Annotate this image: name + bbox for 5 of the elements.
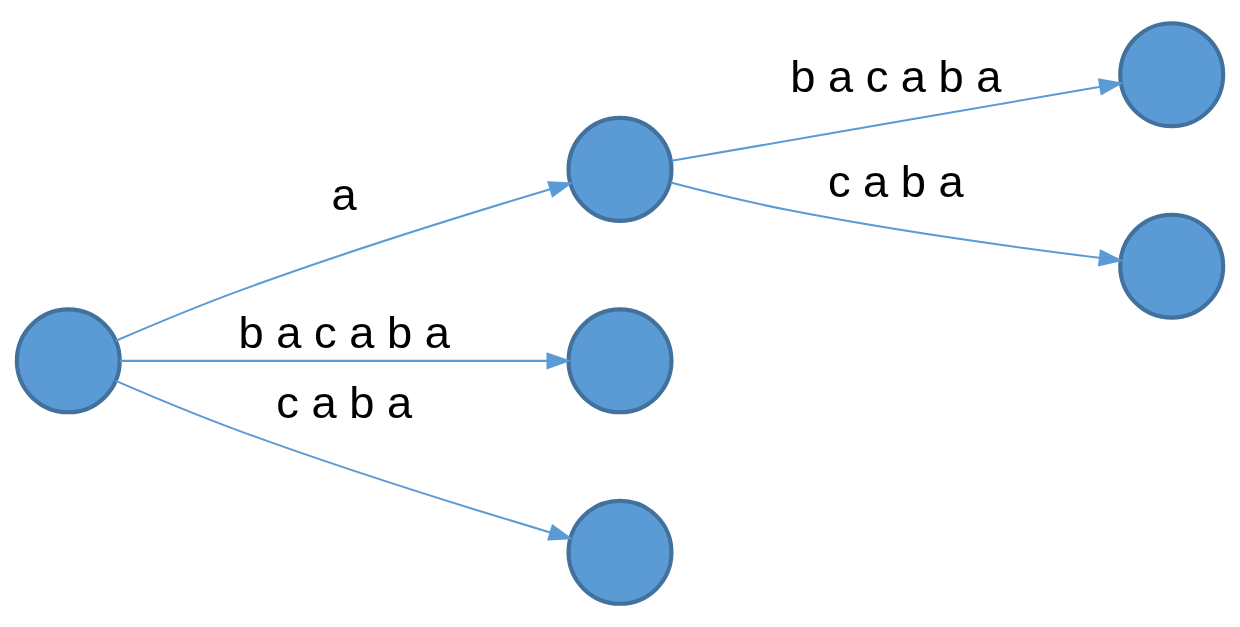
- edge-label: c a b a: [827, 156, 964, 208]
- edge-label: a: [331, 168, 357, 220]
- edge-label: c a b a: [276, 376, 413, 428]
- edge-label: b a c a b a: [790, 51, 1002, 103]
- edge-label: b a c a b a: [238, 306, 450, 358]
